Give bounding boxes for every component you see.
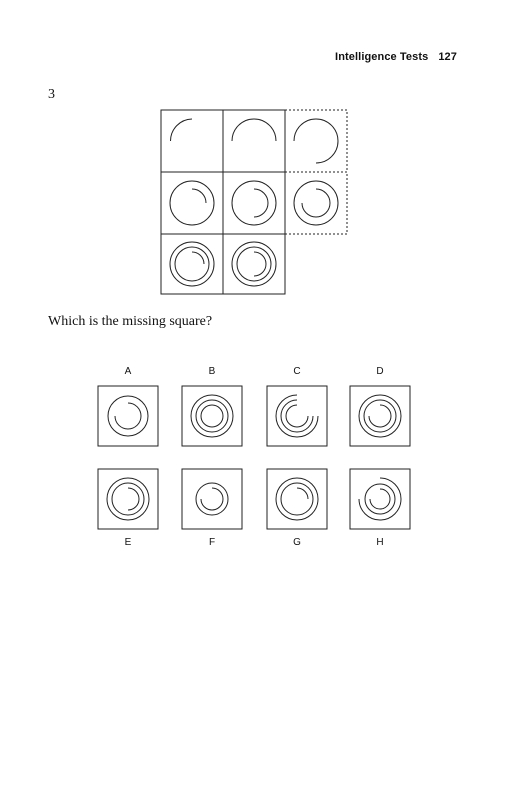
question-text: Which is the missing square?	[48, 314, 213, 329]
middle-circle-r3c2	[236, 246, 272, 282]
option-c-arc-2	[280, 399, 314, 433]
outer-circle-r3c1	[169, 241, 215, 287]
option-b-circle-2	[195, 399, 229, 433]
question-number: 3	[48, 87, 55, 102]
arc-r1c3	[293, 118, 339, 164]
option-g-circle-2	[280, 482, 314, 516]
option-e-circle-2	[111, 482, 145, 516]
option-g-box[interactable]	[266, 468, 328, 530]
option-c-box[interactable]	[266, 385, 328, 447]
middle-circle-r3c1	[174, 246, 210, 282]
option-h-arc-1	[358, 477, 402, 521]
option-e-arc	[127, 487, 140, 511]
option-c-arc-3	[285, 404, 309, 428]
option-a-box[interactable]	[97, 385, 159, 447]
inner-arc-r2c1	[191, 188, 207, 204]
option-label-a[interactable]: A	[124, 366, 132, 377]
inner-arc-r3c1	[191, 251, 205, 265]
grid-cell-r3c2	[222, 233, 286, 295]
option-c-arc-1	[275, 394, 319, 438]
option-label-e[interactable]: E	[124, 537, 132, 548]
option-d-circle-2	[363, 399, 397, 433]
option-h-arc-2	[369, 488, 391, 510]
option-h-circle	[364, 483, 396, 515]
running-header: Intelligence Tests 127	[335, 51, 457, 63]
circle-r2c2	[231, 180, 277, 226]
option-g-arc	[296, 487, 309, 500]
header-title: Intelligence Tests	[335, 51, 429, 63]
option-label-c[interactable]: C	[293, 366, 301, 377]
option-label-f[interactable]: F	[208, 537, 216, 548]
grid-cell-r1c3	[284, 109, 348, 173]
option-d-box[interactable]	[349, 385, 411, 447]
grid-cell-r2c3	[284, 171, 348, 235]
option-d-circle-1	[358, 394, 402, 438]
option-d-arc	[368, 404, 392, 428]
option-e-box[interactable]	[97, 468, 159, 530]
option-label-g[interactable]: G	[293, 537, 301, 548]
option-h-box[interactable]	[349, 468, 411, 530]
option-a-arc	[114, 402, 142, 430]
circle-r2c3	[293, 180, 339, 226]
arc-r1c2	[231, 118, 277, 142]
option-b-box[interactable]	[181, 385, 243, 447]
option-b-circle-3	[200, 404, 224, 428]
option-g-circle-1	[275, 477, 319, 521]
option-label-b[interactable]: B	[208, 366, 216, 377]
option-label-d[interactable]: D	[376, 366, 384, 377]
option-f-box[interactable]	[181, 468, 243, 530]
arc-r1c1	[170, 118, 193, 142]
option-f-arc	[200, 487, 224, 511]
puzzle-grid	[160, 109, 348, 295]
circle-r2c1	[169, 180, 215, 226]
inner-arc-r2c3	[301, 188, 331, 218]
inner-arc-r2c2	[253, 188, 269, 218]
option-b-circle-1	[190, 394, 234, 438]
page-number: 127	[438, 51, 457, 63]
inner-arc-r3c2	[253, 251, 267, 277]
option-label-h[interactable]: H	[376, 537, 384, 548]
outer-circle-r3c2	[231, 241, 277, 287]
option-a-circle	[107, 395, 149, 437]
option-f-circle	[195, 482, 229, 516]
option-e-circle-1	[106, 477, 150, 521]
